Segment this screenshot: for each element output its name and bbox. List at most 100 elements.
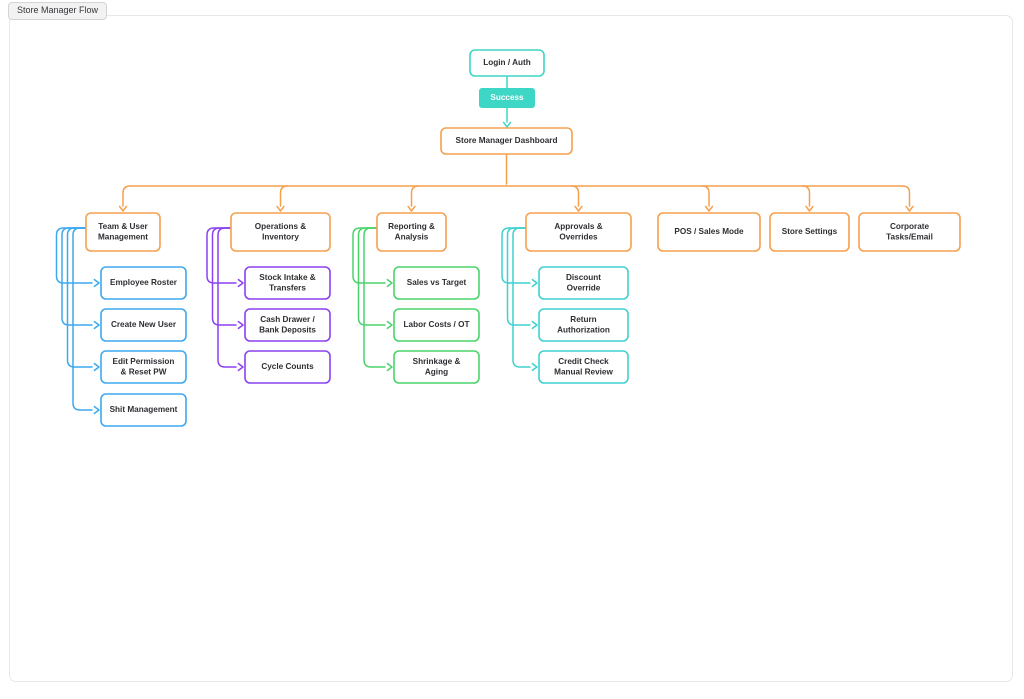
node-box-laborcosts[interactable] [393,308,480,342]
node-box-operations[interactable] [230,212,331,252]
edge-team-editperm [66,227,93,368]
edge-arrow-team [118,205,128,212]
node-dashboard[interactable]: Store Manager Dashboard [440,127,573,155]
edge-arrow-pos [704,205,714,212]
edge-team-roster [55,227,93,284]
node-label-corporate: Corporate [890,222,930,231]
node-label-dashboard: Store Manager Dashboard [456,136,558,145]
node-box-salestarget[interactable] [393,266,480,300]
node-label-editperm: Edit Permission [113,357,175,366]
diagram-title-tab[interactable]: Store Manager Flow [8,2,108,20]
node-operations[interactable]: Operations &Inventory [230,212,331,252]
edge-arrow-creditcheck [531,362,538,372]
edge-arrow-operations [276,205,285,212]
edge-arrow-editperm [93,362,100,372]
edge-reporting-salestarget [352,227,386,284]
node-box-team[interactable] [85,212,161,252]
diagram-canvas[interactable] [9,15,1013,682]
node-settings[interactable]: Store Settings [769,212,850,252]
node-label-cashdrawer: Bank Deposits [259,325,316,334]
node-label-pos: POS / Sales Mode [674,227,744,236]
node-label-operations: Inventory [262,232,299,241]
node-label-approvals: Approvals & [554,222,602,231]
edge-approvals-discount [501,227,531,284]
edge-arrow-reporting [407,205,416,212]
node-label-success: Success [490,93,524,102]
edge-approvals-creditcheck [512,227,531,368]
node-salestarget[interactable]: Sales vs Target [393,266,480,300]
node-box-dashboard[interactable] [440,127,573,155]
node-label-roster: Employee Roster [110,278,178,287]
edge-branch-settings [801,185,811,207]
node-cyclecounts[interactable]: Cycle Counts [244,350,331,384]
node-label-creditcheck: Credit Check [558,357,609,366]
edge-arrow-roster [93,278,100,288]
edge-reporting-shrinkage [363,227,386,368]
node-box-editperm[interactable] [100,350,187,384]
node-label-team: Management [98,232,148,241]
node-box-createuser[interactable] [100,308,187,342]
node-label-login: Login / Auth [483,58,530,67]
node-box-reporting[interactable] [376,212,447,252]
node-editperm[interactable]: Edit Permission& Reset PW [100,350,187,384]
edge-arrow-cashdrawer [237,320,244,330]
edge-branch-pos [701,185,710,207]
node-label-shift: Shit Management [110,405,178,414]
node-cashdrawer[interactable]: Cash Drawer /Bank Deposits [244,308,331,342]
node-label-returnauth: Authorization [557,325,610,334]
node-box-creditcheck[interactable] [538,350,629,384]
node-label-cashdrawer: Cash Drawer / [260,315,315,324]
node-box-shrinkage[interactable] [393,350,480,384]
node-label-reporting: Analysis [395,232,429,241]
node-shrinkage[interactable]: Shrinkage &Aging [393,350,480,384]
node-box-success[interactable] [479,88,535,108]
node-box-corporate[interactable] [858,212,961,252]
node-roster[interactable]: Employee Roster [100,266,187,300]
edges-layer [55,75,914,415]
node-box-pos[interactable] [657,212,761,252]
node-label-salestarget: Sales vs Target [407,278,467,287]
node-box-shift[interactable] [100,393,187,427]
node-label-corporate: Tasks/Email [886,232,933,241]
node-success[interactable]: Success [479,88,535,108]
edge-arrow-createuser [93,320,100,330]
node-reporting[interactable]: Reporting &Analysis [376,212,447,252]
node-box-roster[interactable] [100,266,187,300]
node-approvals[interactable]: Approvals &Overrides [525,212,632,252]
edge-reporting-laborcosts [357,227,386,326]
edge-branch-reporting [410,185,420,207]
edge-branch-corporate [901,185,911,207]
node-stockintake[interactable]: Stock Intake &Transfers [244,266,331,300]
edge-arrow-salestarget [386,278,393,288]
node-box-cyclecounts[interactable] [244,350,331,384]
node-shift[interactable]: Shit Management [100,393,187,427]
node-login[interactable]: Login / Auth [469,49,545,77]
node-box-returnauth[interactable] [538,308,629,342]
node-label-shrinkage: Shrinkage & [413,357,461,366]
node-box-approvals[interactable] [525,212,632,252]
edge-arrow-corporate [905,205,914,212]
node-box-cashdrawer[interactable] [244,308,331,342]
edge-branch-team [122,185,131,207]
node-label-operations: Operations & [255,222,306,231]
edge-arrow-dashboard [502,121,512,128]
edge-arrow-settings [805,205,814,212]
node-label-settings: Store Settings [782,227,838,236]
node-box-stockintake[interactable] [244,266,331,300]
node-laborcosts[interactable]: Labor Costs / OT [393,308,480,342]
edge-operations-stockintake [206,227,237,284]
node-box-settings[interactable] [769,212,850,252]
node-createuser[interactable]: Create New User [100,308,187,342]
node-box-discount[interactable] [538,266,629,300]
node-pos[interactable]: POS / Sales Mode [657,212,761,252]
node-box-login[interactable] [469,49,545,77]
node-label-createuser: Create New User [111,320,177,329]
edge-arrow-shift [93,405,100,415]
